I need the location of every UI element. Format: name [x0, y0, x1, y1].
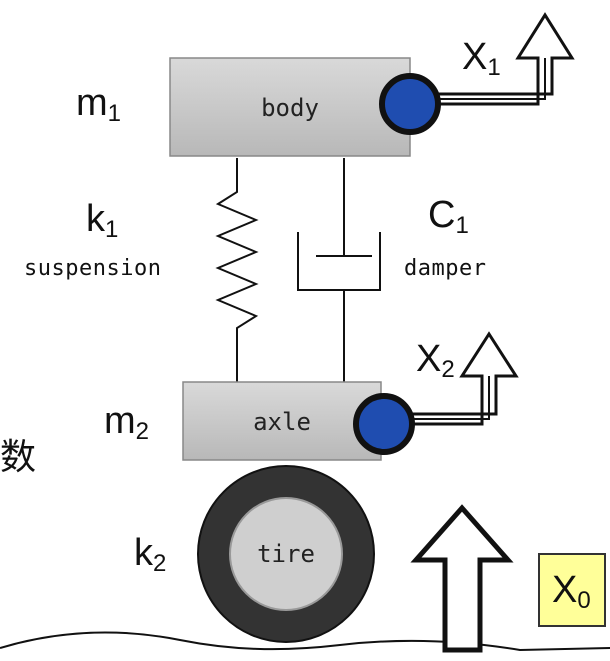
body-marker-dot — [379, 73, 441, 135]
label-m1-text: m — [76, 82, 108, 124]
label-k2-sub: 2 — [153, 550, 167, 577]
axle-marker-dot — [353, 393, 415, 455]
label-x0-text: X — [552, 569, 578, 611]
label-x0: X0 — [552, 571, 591, 613]
spring-k1 — [215, 158, 259, 382]
label-x0-sub: 0 — [577, 587, 591, 614]
label-c1-sub: 1 — [455, 212, 469, 239]
label-x1-text: X — [462, 36, 488, 78]
label-k1: k1 — [86, 200, 118, 242]
label-x1: X1 — [462, 38, 501, 80]
label-c1-text: C — [428, 194, 456, 236]
x0-label-box: X0 — [538, 553, 606, 627]
label-k2: k2 — [134, 534, 166, 576]
label-m1-sub: 1 — [107, 100, 122, 127]
label-c1: C1 — [428, 196, 469, 238]
label-k1-sub: 1 — [105, 216, 119, 243]
label-x2: X2 — [416, 340, 455, 382]
label-k1-text: k — [86, 198, 105, 240]
label-x2-text: X — [416, 338, 442, 380]
side-character: 数 — [0, 437, 37, 478]
x1-arrow — [408, 12, 575, 106]
label-x2-sub: 2 — [441, 356, 455, 383]
label-m2: m2 — [104, 402, 149, 444]
axle-label: axle — [253, 408, 311, 436]
body-mass-box — [169, 57, 411, 157]
x2-arrow-inner — [386, 376, 490, 420]
damper-c1 — [297, 158, 381, 382]
x1-arrow-inner — [410, 58, 546, 100]
x2-arrow — [384, 331, 519, 426]
label-damper: damper — [404, 256, 487, 281]
tire-label: tire — [257, 540, 315, 568]
label-x1-sub: 1 — [487, 54, 501, 81]
label-suspension: suspension — [24, 256, 162, 281]
label-m1: m1 — [76, 84, 121, 126]
x0-arrow — [410, 504, 514, 653]
body-label: body — [261, 94, 319, 122]
label-m2-text: m — [104, 400, 136, 442]
label-m2-sub: 2 — [135, 418, 150, 445]
label-k2-text: k — [134, 532, 153, 574]
tire-inner — [229, 497, 343, 611]
